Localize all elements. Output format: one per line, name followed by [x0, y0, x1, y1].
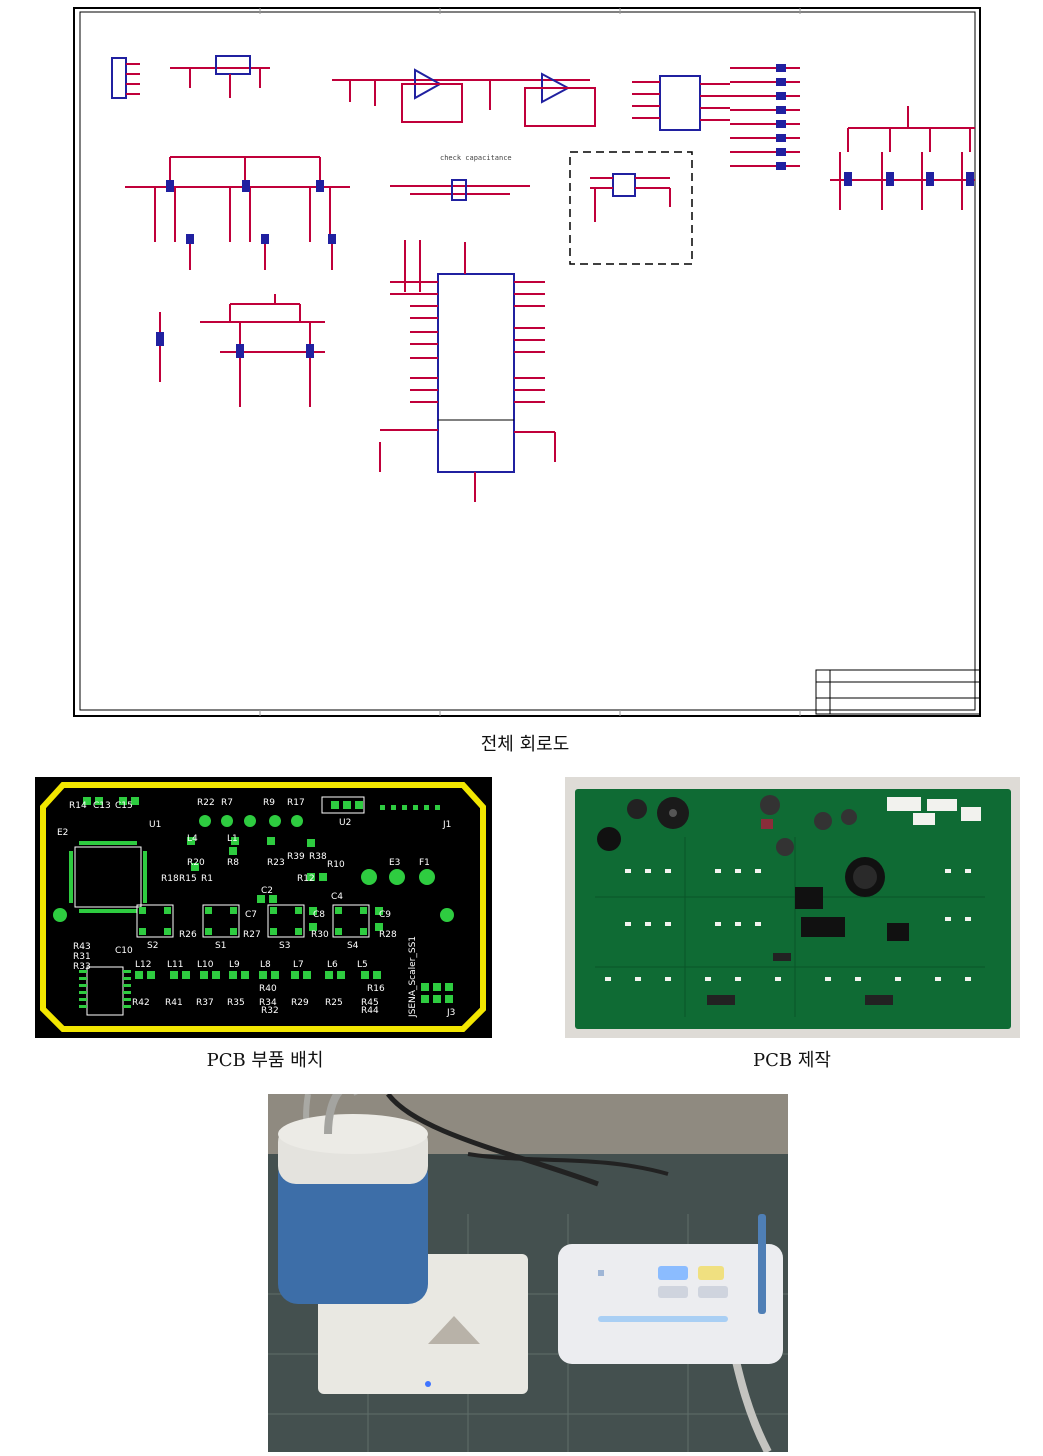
pcb-layout-caption: PCB 부품 배치: [206, 1050, 324, 1071]
pcb-label: C10: [115, 946, 133, 956]
pcb-label: L12: [135, 960, 151, 970]
pcb-label: C15: [115, 801, 133, 811]
pcb-label: L11: [167, 960, 183, 970]
pcb-label: U2: [339, 818, 351, 828]
pcb-label: R22: [197, 798, 215, 808]
pcb-label: R23: [267, 858, 285, 868]
pcb-label: R8: [227, 858, 239, 868]
pcb-label: E2: [57, 828, 68, 838]
mcu-symbol: [437, 273, 515, 473]
pcb-label: L4: [187, 834, 198, 844]
pcb-label: R35: [227, 998, 245, 1008]
pcb-label: E3: [389, 858, 400, 868]
pcb-label: J3: [446, 1008, 455, 1018]
pcb-label: R17: [287, 798, 305, 808]
pcb-label: L10: [197, 960, 214, 970]
pcb-label: R40: [259, 984, 277, 994]
pcb-label: R34: [259, 998, 277, 1008]
pcb-label: R14: [69, 801, 87, 811]
pcb-label: R42: [132, 998, 150, 1008]
pcb-label: C8: [313, 910, 325, 920]
pcb-label: R12: [297, 874, 315, 884]
water-bottle: [278, 1154, 428, 1304]
buzzer-icon: [597, 827, 621, 851]
pcb-layout-figure: R14 C13 C15 U1 R22 R7 R9 R17 U2 J1 R20 R…: [35, 777, 492, 1038]
pcb-label: S2: [147, 941, 158, 951]
pcb-board-name: JSENA_Scaler_SS1: [408, 936, 418, 1018]
pcb-label: R18: [161, 874, 179, 884]
scaler-unit: [558, 1244, 783, 1364]
pcb-label: L7: [293, 960, 304, 970]
pcb-label: R39: [287, 852, 305, 862]
schematic-drawing: check capacitance: [73, 7, 981, 717]
pcb-label: R37: [196, 998, 214, 1008]
pcb-label: S3: [279, 941, 290, 951]
pcb-label: L5: [357, 960, 368, 970]
pcb-label: J1: [442, 820, 451, 830]
pcb-label: C13: [93, 801, 111, 811]
pcb-label: R27: [243, 930, 261, 940]
pcb-label: R45: [361, 998, 379, 1008]
pcb-label: L8: [260, 960, 271, 970]
schematic-caption: 전체 회로도: [480, 734, 570, 755]
pcb-label: R29: [291, 998, 309, 1008]
pcb-label: C9: [379, 910, 391, 920]
pcb-label: R43: [73, 942, 91, 952]
pcb-label: C7: [245, 910, 257, 920]
pcb-label: L9: [229, 960, 240, 970]
pcb-label: R25: [325, 998, 343, 1008]
pcb-photo: [565, 777, 1020, 1038]
device-photo-drawing: [268, 1094, 788, 1452]
pcb-label: R9: [263, 798, 275, 808]
green-board: [575, 789, 1011, 1029]
device-photo: [268, 1094, 788, 1452]
schematic-figure: check capacitance: [70, 2, 985, 722]
pcb-label: R15: [179, 874, 197, 884]
pcb-photo-drawing: [565, 777, 1020, 1038]
pcb-label: L6: [327, 960, 338, 970]
pcb-label: R7: [221, 798, 233, 808]
pcb-label: R38: [309, 852, 327, 862]
pcb-photo-caption: PCB 제작: [753, 1050, 831, 1071]
pcb-label: R44: [361, 1006, 379, 1016]
pcb-label: R33: [73, 962, 91, 972]
pcb-label: F1: [419, 858, 430, 868]
handpiece: [758, 1214, 766, 1314]
title-block: [815, 669, 981, 715]
pcb-label: C4: [331, 892, 343, 902]
pcb-label: R32: [261, 1006, 279, 1016]
mcu-footprint: [69, 841, 147, 913]
schematic-inner-label: check capacitance: [440, 154, 512, 162]
pcb-label: R30: [311, 930, 329, 940]
pcb-label: S1: [215, 941, 226, 951]
pcb-label: R31: [73, 952, 91, 962]
capacitor: [627, 799, 647, 819]
pcb-label: R16: [367, 984, 385, 994]
pcb-label: R26: [179, 930, 197, 940]
pcb-label: U1: [149, 820, 161, 830]
board-outline: [40, 782, 486, 1032]
pcb-label: R41: [165, 998, 183, 1008]
pcb-label: L1: [227, 834, 238, 844]
pcb-label: R1: [201, 874, 213, 884]
pcb-label: R20: [187, 858, 205, 868]
pcb-label: S4: [347, 941, 359, 951]
pcb-label: C2: [261, 886, 273, 896]
pcb-layout-drawing: R14 C13 C15 U1 R22 R7 R9 R17 U2 J1 R20 R…: [35, 777, 492, 1038]
pcb-label: R28: [379, 930, 397, 940]
pcb-label: R10: [327, 860, 345, 870]
